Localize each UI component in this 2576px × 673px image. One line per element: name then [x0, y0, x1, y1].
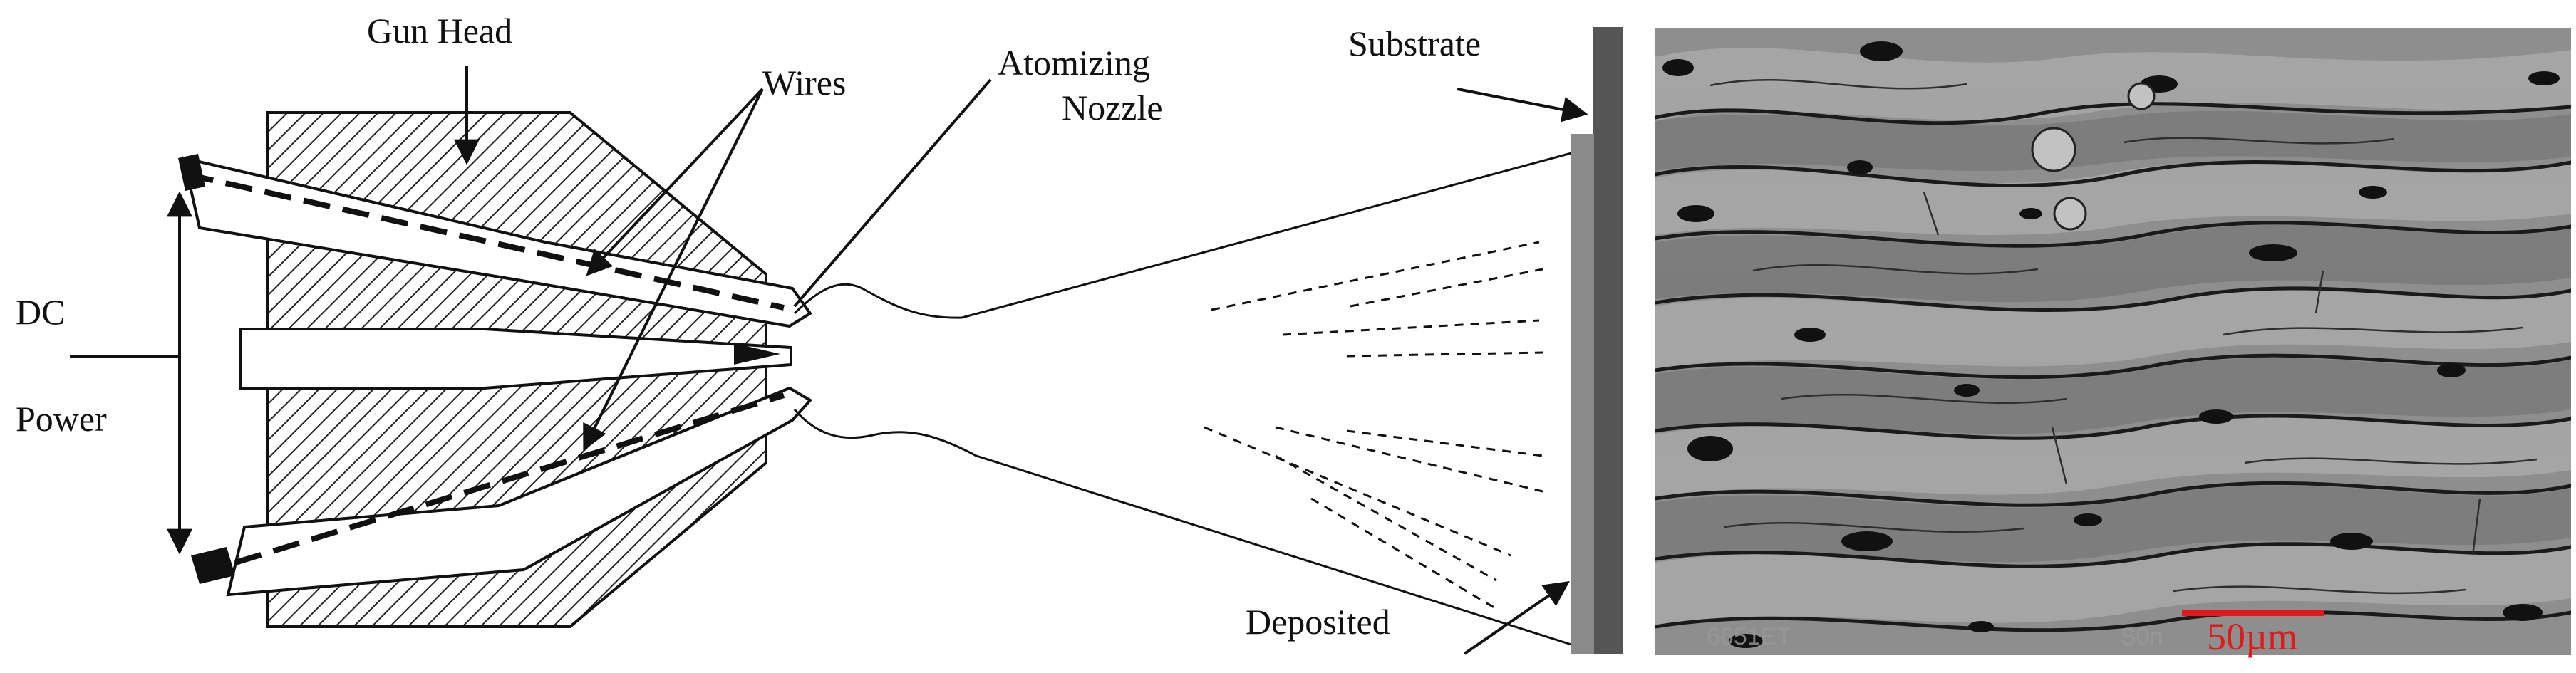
power-label: Power: [16, 399, 107, 439]
wires-arrow-upper: [586, 88, 764, 276]
substrate-label: Substrate: [1348, 24, 1481, 63]
scale-bar-label: 50µm: [2207, 615, 2297, 658]
scale-bar: 50µm: [2182, 610, 2324, 658]
wires-label: Wires: [762, 63, 846, 103]
nozzle-label: Nozzle: [1062, 88, 1163, 127]
deposited-label: Deposited: [1246, 602, 1390, 642]
deposited-arrow: [1463, 580, 1570, 655]
dc-label: DC: [16, 292, 65, 332]
micrograph-texture: [1655, 41, 2571, 648]
coating-micrograph: 6651ET S0n 50µm: [1655, 28, 2571, 658]
deposited-coating: [1571, 134, 1594, 654]
center-air-channel: [239, 328, 792, 390]
substrate-arrow: [1457, 88, 1588, 122]
substrate-plate: [1593, 27, 1623, 654]
atomizing-label: Atomizing: [998, 43, 1150, 83]
micrograph-caption-left: 6651ET: [1707, 623, 1791, 650]
micrograph-caption-right: S0n: [2120, 623, 2163, 650]
leader-lines: [70, 66, 1588, 655]
lower-wire-guide: [191, 386, 813, 597]
gun-head-label: Gun Head: [367, 11, 512, 51]
spray-droplet-dashes: [1204, 241, 1543, 610]
arc-spray-diagram: Gun Head Wires Atomizing Nozzle Substrat…: [16, 11, 1623, 655]
atomizing-nozzle-leader: [793, 78, 992, 308]
scale-bar-line: [2182, 610, 2324, 616]
wires-arrow-lower: [583, 88, 764, 452]
spray-cone: [793, 152, 1572, 646]
diagram-labels: Gun Head Wires Atomizing Nozzle Substrat…: [16, 11, 1481, 642]
